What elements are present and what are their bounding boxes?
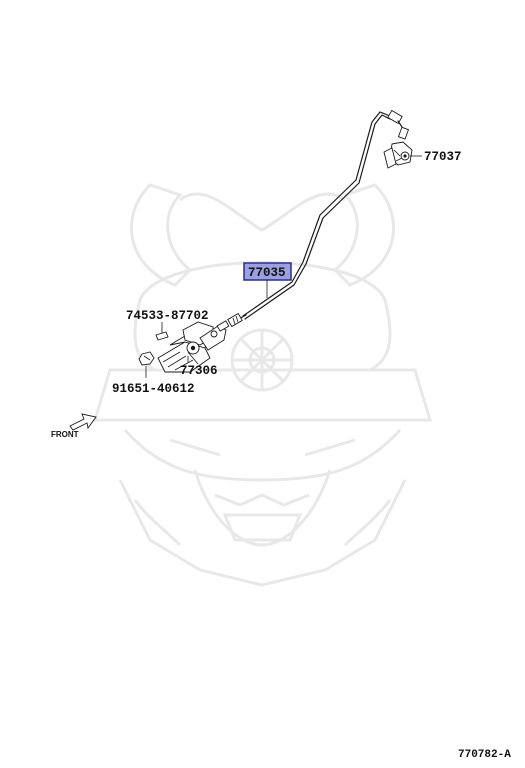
cable-label-group[interactable]: 77035 — [243, 262, 292, 298]
front-arrow-label: FRONT — [51, 430, 79, 439]
figure-code: 770782-A — [458, 749, 511, 761]
label-74533-87702[interactable]: 74533-87702 — [126, 309, 209, 323]
front-direction-arrow: FRONT — [51, 413, 97, 439]
watermark-logo — [92, 183, 433, 587]
bolt-part — [138, 351, 155, 378]
label-77035[interactable]: 77035 — [248, 266, 286, 280]
label-91651-40612[interactable]: 91651-40612 — [112, 382, 195, 396]
lever-assembly-part — [155, 320, 230, 373]
highlight-box — [243, 262, 292, 281]
label-77306[interactable]: 77306 — [180, 364, 218, 378]
upper-bracket-part — [383, 141, 422, 169]
control-cable — [227, 109, 410, 328]
label-77037[interactable]: 77037 — [424, 150, 462, 164]
